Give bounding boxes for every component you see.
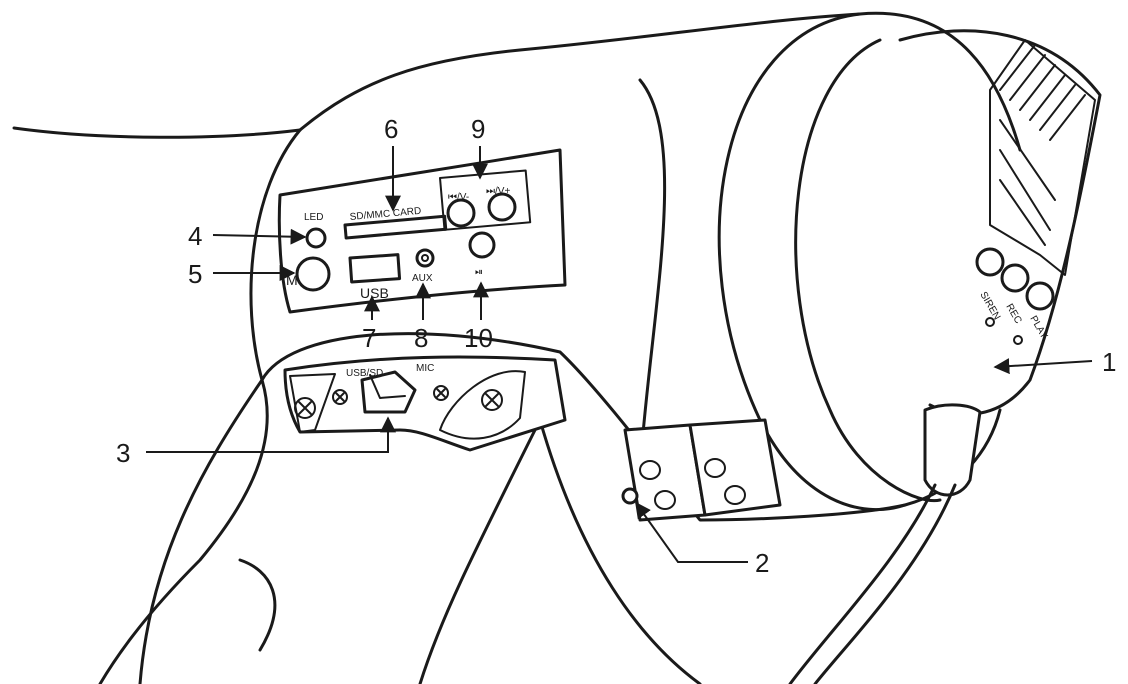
play-pause-button[interactable] xyxy=(468,231,496,259)
latch-blocks xyxy=(621,418,782,522)
callout-numbers: 1 2 3 4 5 6 9 7 8 10 xyxy=(116,114,1116,578)
sd-card-slot[interactable] xyxy=(343,214,448,240)
next-volume-up-button[interactable] xyxy=(487,192,517,222)
rec-label: REC xyxy=(1003,302,1023,326)
usb-sd-mic-switch[interactable] xyxy=(360,370,417,414)
usb-sd-label: USB/SD xyxy=(346,368,383,379)
siren-button[interactable] xyxy=(975,247,1005,277)
play-pause-label: ⏯ xyxy=(475,267,483,278)
callout-5: 5 xyxy=(188,259,202,289)
callout-3: 3 xyxy=(116,438,130,468)
led-label: LED xyxy=(304,212,323,223)
lower-panel: USB/SD MIC xyxy=(283,355,567,452)
mic-label: MIC xyxy=(416,363,434,374)
aux-jack-core-icon xyxy=(421,254,429,262)
usb-label: USB xyxy=(360,285,389,301)
usb-port[interactable] xyxy=(348,253,402,284)
grille-slots xyxy=(999,44,1086,246)
callout-4: 4 xyxy=(188,221,202,251)
screw-icon xyxy=(481,389,503,411)
control-panel: SD/MMC CARD LED M USB AUX ⏮/V- ⏭/V+ ⏯ xyxy=(277,148,567,314)
screw-icon xyxy=(433,385,449,401)
rec-indicator-icon xyxy=(1013,335,1023,345)
mode-label: M xyxy=(286,272,298,288)
led-indicator xyxy=(305,227,327,249)
callout-9: 9 xyxy=(471,114,485,144)
callout-2: 2 xyxy=(755,548,769,578)
callout-7: 7 xyxy=(362,323,376,353)
screw-icon xyxy=(332,389,348,405)
callout-leaders xyxy=(146,146,1093,563)
callout-10: 10 xyxy=(464,323,493,353)
siren-indicator-icon xyxy=(985,317,995,327)
screw-icon xyxy=(294,397,316,419)
front-housing xyxy=(717,11,1022,512)
callout-6: 6 xyxy=(384,114,398,144)
mode-button[interactable] xyxy=(295,256,331,292)
callout-8: 8 xyxy=(414,323,428,353)
main-body xyxy=(260,12,907,522)
rec-button[interactable] xyxy=(1000,263,1030,293)
strap-and-cable xyxy=(788,403,982,684)
control-face: SIREN REC PLAY xyxy=(898,29,1102,416)
aux-jack[interactable] xyxy=(415,248,435,268)
callout-1: 1 xyxy=(1102,347,1116,377)
strap-hole-icon xyxy=(621,487,639,505)
play-button[interactable] xyxy=(1025,281,1055,311)
aux-label: AUX xyxy=(412,273,433,284)
prev-volume-down-button[interactable] xyxy=(446,198,476,228)
prev-label: ⏮/V- xyxy=(448,192,469,203)
next-label: ⏭/V+ xyxy=(486,186,510,197)
